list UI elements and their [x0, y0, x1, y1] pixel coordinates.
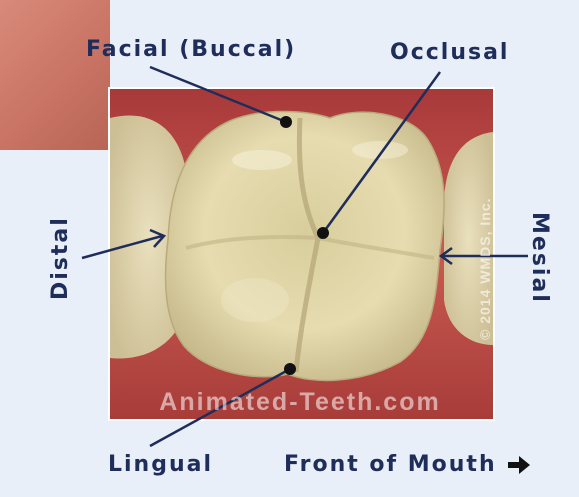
distal-label: Distal	[48, 216, 73, 300]
copyright-watermark: © 2014 WMDS, Inc.	[477, 198, 493, 340]
occlusal-label: Occlusal	[390, 40, 509, 65]
facial-marker	[280, 116, 292, 128]
occlusal-marker	[317, 227, 329, 239]
right-arrow-icon	[507, 455, 531, 475]
facial-label: Facial (Buccal)	[86, 37, 296, 62]
lingual-marker	[284, 363, 296, 375]
lingual-label: Lingual	[108, 452, 213, 477]
site-watermark: Animated-Teeth.com	[159, 388, 440, 416]
tooth-photo	[110, 89, 493, 419]
mesial-label: Mesial	[527, 212, 552, 304]
front-of-mouth-label: Front of Mouth	[284, 452, 497, 477]
